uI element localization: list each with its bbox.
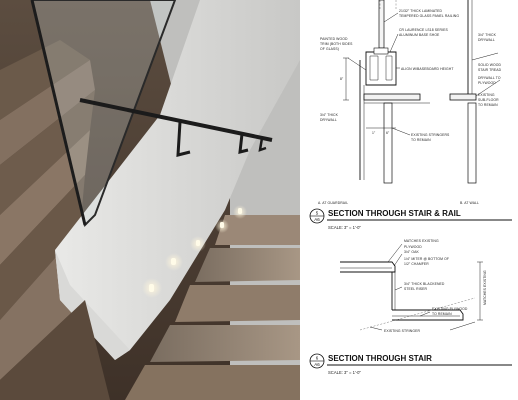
tag-number-6: 6 (316, 356, 319, 361)
note-b-6: STEEL RISER (404, 287, 427, 291)
note-stringers-2: TO REMAIN (411, 138, 431, 142)
note-drywall-r1: 3/4" THICK (478, 33, 497, 37)
note-b-1: PLYWOOD (404, 245, 422, 249)
white-stringer (55, 0, 300, 360)
note-existing-stringer: EXISTING STRINGER (384, 329, 420, 333)
note-drywall-r2: DRYWALL (478, 38, 495, 42)
dim-6: 6" (386, 131, 390, 135)
lower-treads (0, 215, 300, 400)
note-b-2: 3/4" OAK (404, 250, 419, 254)
note-sub-2: SUB-FLOOR (478, 98, 499, 102)
note-shoe-2: ALUMINUM BASE SHOE (399, 33, 440, 37)
title-tag-6: 6 A6 (309, 353, 325, 369)
note-tread-1: SOLID WOOD (478, 63, 501, 67)
note-stringers-1: EXISTING STRINGERS (411, 133, 450, 137)
note-trim-3: OF GLASS) (320, 47, 339, 51)
dim-matches-existing: MATCHES EXISTING (483, 270, 487, 305)
stair-rail-section: 8" 1" 6" 21/32" THICK LAMINATED TEMPERED… (309, 0, 512, 230)
sub-label-a: A. AT GUARDRAIL (318, 201, 348, 205)
scale-bottom: SCALE: 3" = 1'-0" (328, 370, 361, 375)
note-shoe-1: CR LAURENCE LS18 SERIES (399, 28, 448, 32)
note-drywall-l2: DRYWALL (320, 118, 337, 122)
tag-sheet-5: A6 (314, 217, 320, 222)
tag-number-5: 5 (316, 211, 319, 216)
note-b-7: EXISTING PLYWOOD (432, 307, 468, 311)
title-stair: SECTION THROUGH STAIR (328, 354, 432, 363)
note-ply-1: DRYWALL TO (478, 76, 501, 80)
stair-photo (0, 0, 300, 400)
note-drywall-l1: 3/4" THICK (320, 113, 339, 117)
note-b-8: TO REMAIN (432, 312, 452, 316)
section-drawings: 8" 1" 6" 21/32" THICK LAMINATED TEMPERED… (309, 0, 512, 375)
note-align: ALIGN W/BASEBOARD HEIGHT (401, 67, 454, 71)
tag-sheet-6: A6 (314, 362, 320, 367)
note-trim-2: TRIM (BOTH SIDES (320, 42, 353, 46)
note-sub-3: TO REMAIN (478, 103, 498, 107)
stair-section: MATCHES EXISTING MATCHES EXISTING PLYWOO… (309, 239, 512, 375)
note-glass-1: 21/32" THICK LAMINATED (399, 9, 442, 13)
dim-1: 1" (372, 131, 376, 135)
note-b-5: 3/4" THICK BLACKENED (404, 282, 445, 286)
title-tag-5: 5 A6 (309, 208, 325, 224)
handrail (79, 98, 273, 157)
scale-top: SCALE: 3" = 1'-0" (328, 225, 361, 230)
note-ply-2: PLYWOOD (478, 81, 496, 85)
note-b-0: MATCHES EXISTING (404, 239, 439, 243)
note-trim-1: PAINTED WOOD (320, 37, 348, 41)
note-tread-2: STAIR TREAD (478, 68, 502, 72)
step-lights (142, 205, 247, 298)
sub-label-b: B. AT WALL (460, 201, 479, 205)
dim-8: 8" (340, 77, 344, 81)
note-sub-1: EXISTING (478, 93, 495, 97)
note-b-4: 1/2" CHAMFER (404, 262, 429, 266)
note-glass-2: TEMPERED GLASS PANEL RAILING (399, 14, 459, 18)
title-stair-rail: SECTION THROUGH STAIR & RAIL (328, 209, 461, 218)
note-b-3: 1/4" MITER @ BOTTOM OF (404, 257, 449, 261)
